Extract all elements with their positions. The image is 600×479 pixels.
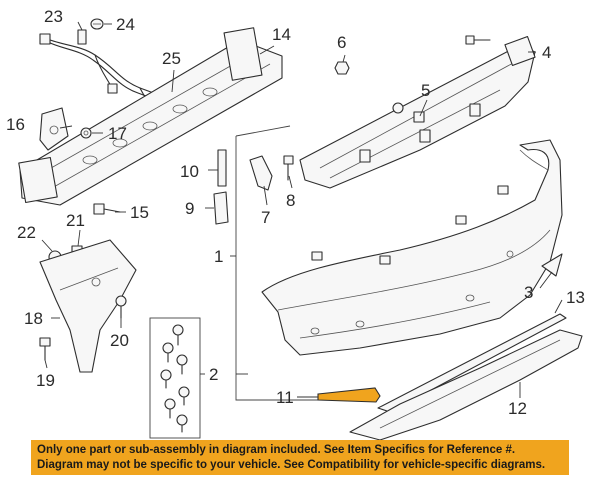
callout-11: 11 [276, 388, 294, 407]
callout-21: 21 [66, 211, 85, 230]
callout-18: 18 [24, 309, 43, 328]
callout-17: 17 [108, 124, 127, 143]
bolt-6 [334, 61, 350, 75]
highlighted-part-11 [317, 387, 381, 403]
screw-8 [283, 155, 294, 181]
callout-9: 9 [185, 199, 194, 218]
disclaimer-banner: Only one part or sub-assembly in diagram… [31, 440, 569, 475]
callout-12: 12 [508, 399, 527, 418]
fastener-kit [160, 324, 190, 433]
callout-13: 13 [566, 288, 585, 307]
callout-23: 23 [44, 7, 63, 26]
side-bracket-18 [39, 239, 137, 373]
bracket-16 [39, 107, 69, 151]
lower-valance-12 [349, 329, 583, 441]
bracket-9 [213, 191, 229, 225]
callout-19: 19 [36, 371, 55, 390]
callout-3: 3 [524, 283, 533, 302]
callout-24: 24 [116, 15, 135, 34]
callout-16: 16 [6, 115, 25, 134]
callout-20: 20 [110, 331, 129, 350]
nut-17 [80, 127, 92, 139]
callout-8: 8 [286, 191, 295, 210]
reflector-3 [541, 253, 563, 277]
callout-6: 6 [337, 33, 346, 52]
clip-5 [392, 102, 425, 123]
callout-15: 15 [130, 203, 149, 222]
bracket-7 [249, 155, 273, 191]
callout-4: 4 [542, 43, 551, 62]
callout-2: 2 [209, 365, 218, 384]
callout-5: 5 [421, 81, 430, 100]
callout-25: 25 [162, 49, 181, 68]
disclaimer-line-1: Only one part or sub-assembly in diagram… [37, 444, 516, 456]
disclaimer-line-2: Diagram may not be specific to your vehi… [37, 459, 546, 471]
bolt-15 [93, 203, 121, 215]
screw-19 [39, 337, 51, 361]
leader-lines [41, 21, 563, 398]
bumper-cover [261, 139, 563, 356]
molding-13 [377, 313, 567, 413]
bolt-top [465, 35, 491, 45]
callout-10: 10 [180, 162, 199, 181]
callout-22: 22 [17, 223, 36, 242]
fastener-kit-box [149, 317, 201, 439]
bracket-10 [217, 149, 227, 187]
callout-7: 7 [261, 208, 270, 227]
callouts: 1 2 3 4 5 6 7 8 9 10 11 12 13 14 15 16 1… [6, 7, 585, 418]
bumper-cover-group-frame [235, 136, 330, 401]
callout-14: 14 [272, 25, 291, 44]
clip-24 [90, 18, 104, 30]
screw-20 [115, 295, 127, 319]
callout-1: 1 [214, 247, 223, 266]
impact-bar [18, 27, 283, 206]
